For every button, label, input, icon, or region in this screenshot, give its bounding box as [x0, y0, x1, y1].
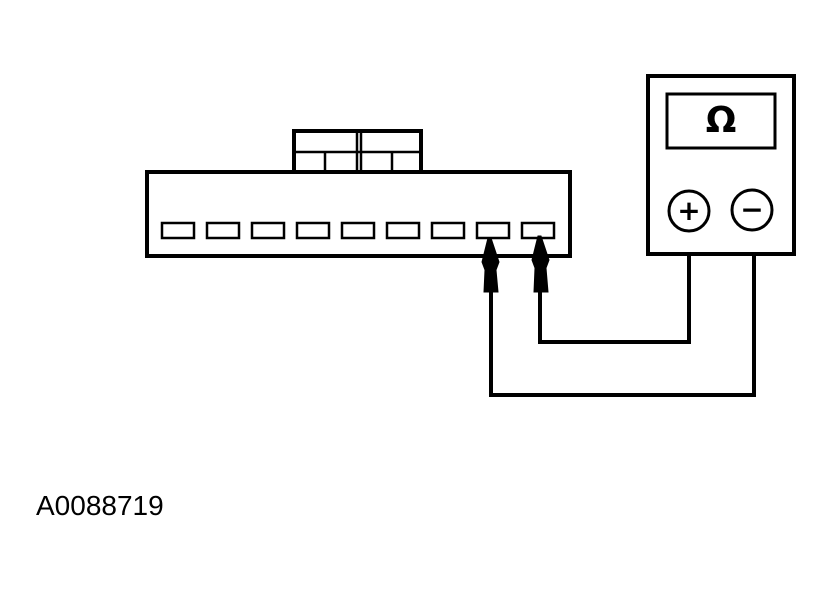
wire-negative-lead — [489, 230, 756, 397]
ohm-symbol: Ω — [705, 99, 737, 141]
connector-pin-cavity — [250, 221, 286, 240]
wire-positive-lead — [538, 228, 691, 344]
minus-sign: − — [740, 193, 764, 226]
connector-pin-cavity — [160, 221, 196, 240]
plus-sign: + — [677, 194, 701, 227]
connector-pins — [160, 221, 556, 240]
connector-body — [145, 170, 572, 258]
multimeter-display — [665, 92, 777, 150]
connector-lock-tab — [292, 129, 423, 174]
connector-pin-cavity — [340, 221, 376, 240]
connector-pin-cavity — [475, 221, 511, 240]
probe-negative-icon — [481, 237, 500, 293]
figure-id: A0088719 — [36, 490, 164, 521]
probe-positive-icon — [531, 235, 550, 293]
connector-pin-cavity — [385, 221, 421, 240]
connector-pin-cavity — [295, 221, 331, 240]
connector-pin-cavity — [430, 221, 466, 240]
negative-terminal-icon — [730, 188, 774, 232]
positive-terminal-icon — [667, 189, 711, 233]
connector-pin-cavity — [205, 221, 241, 240]
